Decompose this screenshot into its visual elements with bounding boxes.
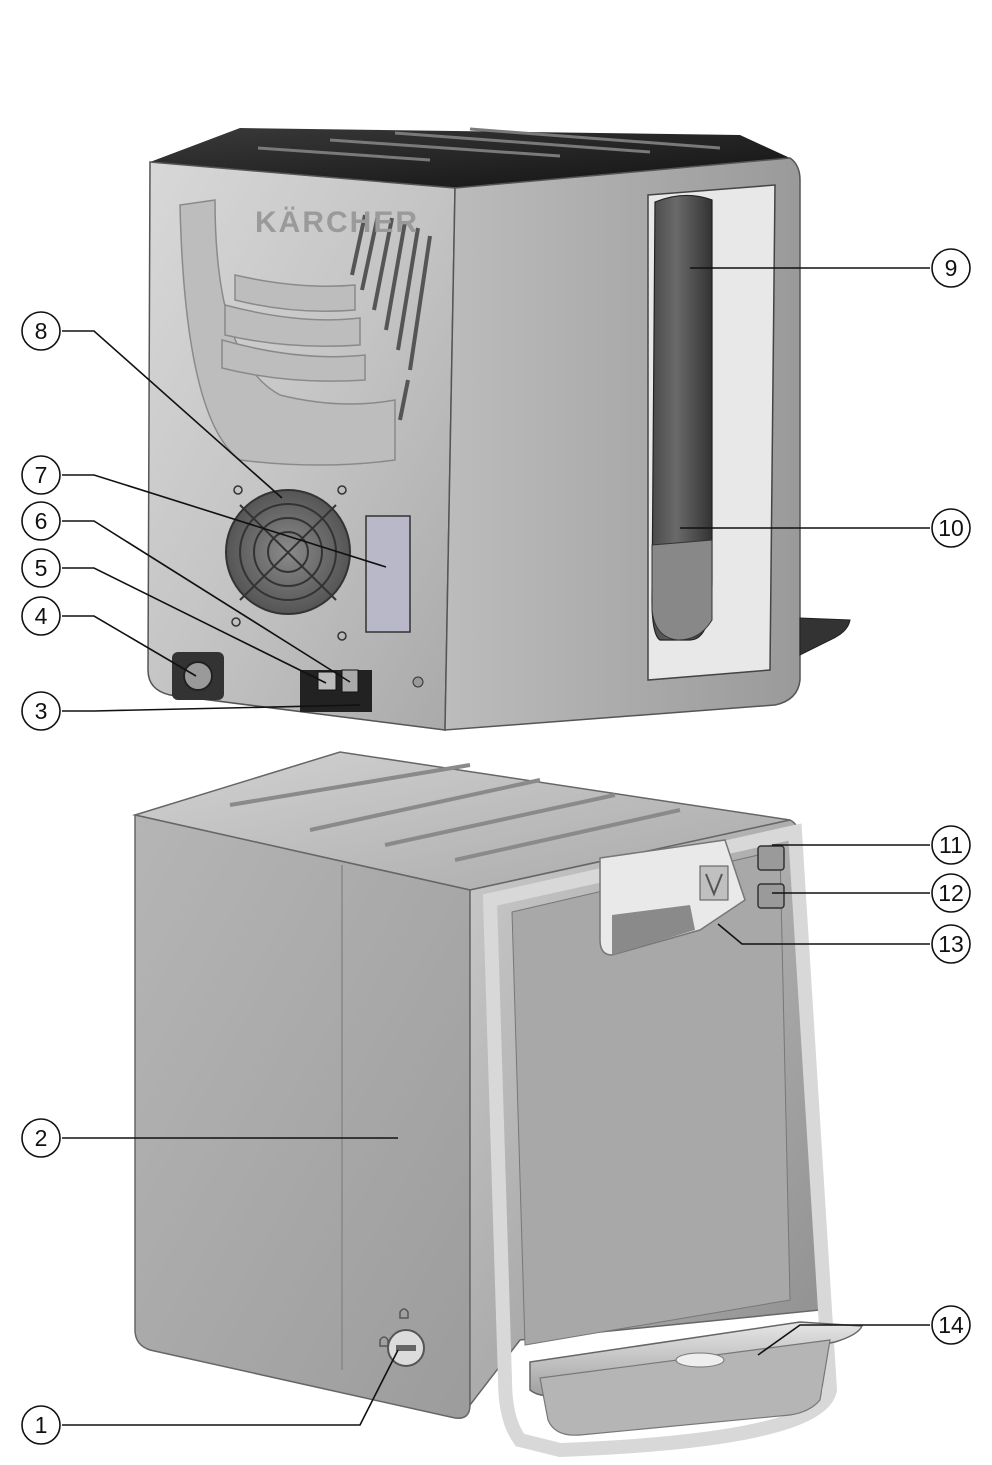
fan [225, 485, 351, 641]
callout-12: 12 [931, 873, 971, 913]
callout-8: 8 [21, 311, 61, 351]
svg-text:8: 8 [35, 318, 48, 344]
callouts: 1 2 3 4 5 6 7 8 9 10 11 12 13 14 [21, 248, 971, 1445]
lower-top-ribs [229, 763, 681, 862]
callout-5: 5 [21, 548, 61, 588]
svg-text:1: 1 [35, 1412, 48, 1438]
dispenser-frame [482, 823, 838, 1458]
svg-text:12: 12 [938, 880, 964, 906]
service-lock [379, 1308, 425, 1367]
leader-3 [62, 704, 361, 712]
callout-13: 13 [931, 924, 971, 964]
leader-4 [62, 615, 197, 677]
button-12[interactable] [757, 883, 785, 909]
leader-14 [757, 1324, 930, 1356]
upper-top-panel [150, 128, 790, 188]
dispensing-logo [705, 873, 723, 897]
dispensing-head-opening [612, 905, 695, 955]
svg-text:9: 9 [945, 255, 958, 281]
svg-text:6: 6 [35, 508, 48, 534]
svg-text:3: 3 [35, 698, 48, 724]
water-tank-base [651, 539, 713, 641]
callout-1: 1 [21, 1405, 61, 1445]
brand-logo: KÄRCHER [255, 206, 419, 239]
rear-vent-louvres [179, 199, 396, 466]
power-socket [172, 652, 224, 700]
callout-7: 7 [21, 455, 61, 495]
leader-8 [62, 330, 283, 499]
leader-1 [62, 1349, 399, 1426]
drip-tray-grate [675, 1352, 725, 1368]
upper-drip-tray [799, 617, 851, 656]
callout-2: 2 [21, 1118, 61, 1158]
switch-6 [341, 669, 359, 693]
lower-device-front-view [132, 751, 864, 1458]
svg-text:11: 11 [939, 832, 963, 858]
svg-text:10: 10 [938, 515, 964, 541]
svg-text:4: 4 [35, 603, 48, 629]
leader-5 [62, 567, 327, 684]
callout-3: 3 [21, 691, 61, 731]
type-plate [365, 515, 411, 633]
rear-vent-slots [350, 214, 432, 421]
svg-text:5: 5 [35, 555, 48, 581]
callout-4: 4 [21, 596, 61, 636]
upper-top-ribs [257, 127, 721, 162]
callout-11: 11 [931, 825, 971, 865]
button-11[interactable] [757, 845, 785, 871]
screw [412, 676, 424, 688]
svg-text:13: 13 [938, 931, 964, 957]
callout-14: 14 [931, 1305, 971, 1345]
svg-text:14: 14 [938, 1312, 964, 1338]
leader-lines [62, 267, 930, 1426]
upper-device-rear-view: KÄRCHER [147, 127, 851, 731]
callout-10: 10 [931, 508, 971, 548]
leader-7 [62, 474, 387, 568]
callout-9: 9 [931, 248, 971, 288]
leader-6 [62, 520, 351, 683]
leader-13 [717, 923, 930, 945]
lower-front-face [134, 814, 471, 1419]
svg-text:2: 2 [35, 1125, 48, 1151]
switch-5 [317, 671, 337, 691]
drip-tray-basin [539, 1339, 831, 1436]
svg-text:7: 7 [35, 462, 48, 488]
callout-6: 6 [21, 501, 61, 541]
